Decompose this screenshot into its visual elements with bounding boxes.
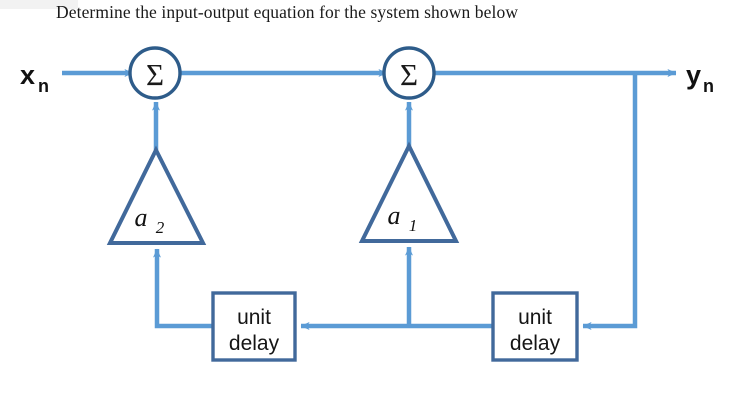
summing-junction-1-symbol: Σ: [146, 57, 164, 92]
gain-a2-label: a: [135, 203, 148, 232]
summing-junction-2-symbol: Σ: [400, 57, 418, 92]
a2-input-branch-line: [153, 248, 213, 329]
unit-delay-left-line1: unit: [237, 306, 271, 329]
unit-delay-block-right: [491, 291, 579, 362]
input-label-subscript: n: [38, 76, 49, 96]
gain-block-a2: [106, 145, 207, 245]
summing-junction-1: [128, 46, 182, 100]
input-label: x: [20, 60, 35, 90]
gain-a1-label: a: [388, 201, 401, 230]
unit-delay-left-line2: delay: [229, 332, 280, 355]
gain-block-a1: [358, 141, 460, 243]
unit-delay-right-line1: unit: [518, 306, 552, 329]
gain-a2-subscript: 2: [156, 218, 165, 237]
top-gray-strip: [0, 0, 78, 9]
unit-delay-block-left: [211, 291, 297, 362]
output-feedback-path: [582, 73, 638, 330]
page-title: Determine the input-output equation for …: [56, 2, 519, 22]
summing-junction-2: [382, 46, 436, 100]
unit-delay-right-line2: delay: [510, 332, 561, 355]
output-label-subscript: n: [703, 76, 714, 96]
output-label: y: [686, 60, 701, 90]
gain-a1-subscript: 1: [409, 216, 418, 235]
